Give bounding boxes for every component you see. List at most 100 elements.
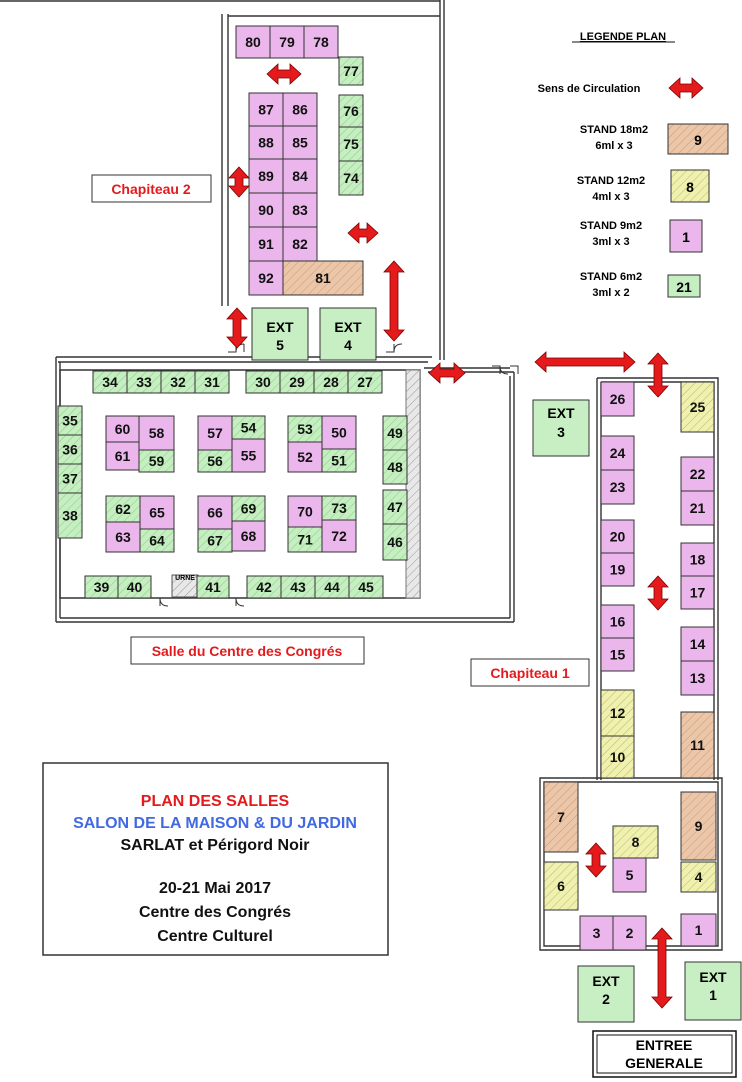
entrance-box[interactable]: ENTREE GENERALE [592, 1030, 737, 1078]
stand-31[interactable]: 31 [194, 370, 230, 394]
stand-38[interactable]: 38 [57, 492, 83, 539]
stand-1[interactable]: 1 [680, 913, 717, 947]
arrow-entrance [651, 927, 673, 1009]
stand-71[interactable]: 71 [287, 526, 323, 553]
stand-17[interactable]: 17 [680, 575, 715, 610]
stand-74[interactable]: 74 [338, 160, 364, 196]
stand-2[interactable]: 2 [612, 915, 647, 951]
stand-37[interactable]: 37 [57, 463, 83, 494]
stand-70[interactable]: 70 [287, 495, 323, 528]
stand-66[interactable]: 66 [197, 495, 233, 530]
stand-57[interactable]: 57 [197, 415, 233, 451]
stand-67[interactable]: 67 [197, 528, 233, 553]
stand-59[interactable]: 59 [138, 449, 175, 473]
stand-21[interactable]: 21 [680, 490, 715, 526]
stand-48[interactable]: 48 [382, 449, 408, 485]
stand-22[interactable]: 22 [680, 456, 715, 492]
ext-stand-4[interactable]: EXT 4 [319, 307, 377, 361]
stand-47[interactable]: 47 [382, 489, 408, 525]
stand-45[interactable]: 45 [348, 575, 384, 599]
stand-63[interactable]: 63 [105, 521, 141, 553]
stand-69[interactable]: 69 [231, 495, 266, 522]
stand-85[interactable]: 85 [282, 125, 318, 160]
stand-78[interactable]: 78 [303, 25, 339, 59]
stand-51[interactable]: 51 [321, 448, 357, 473]
stand-4[interactable]: 4 [680, 861, 717, 893]
stand-60[interactable]: 60 [105, 415, 140, 443]
stand-65[interactable]: 65 [139, 495, 175, 530]
stand-88[interactable]: 88 [248, 125, 284, 160]
stand-58[interactable]: 58 [138, 415, 175, 451]
stand-6[interactable]: 6 [543, 861, 579, 911]
stand-27[interactable]: 27 [347, 370, 383, 394]
stand-24[interactable]: 24 [600, 435, 635, 471]
stand-42[interactable]: 42 [246, 575, 282, 599]
stand-19[interactable]: 19 [600, 552, 635, 587]
stand-32[interactable]: 32 [160, 370, 196, 394]
stand-8[interactable]: 8 [612, 825, 659, 859]
ext-stand-1[interactable]: EXT 1 [684, 961, 742, 1021]
stand-64[interactable]: 64 [139, 528, 175, 553]
stand-29[interactable]: 29 [279, 370, 315, 394]
stand-68[interactable]: 68 [231, 520, 266, 552]
stand-91[interactable]: 91 [248, 226, 284, 262]
stand-34[interactable]: 34 [92, 370, 128, 394]
stand-61[interactable]: 61 [105, 441, 140, 471]
stand-35[interactable]: 35 [57, 405, 83, 436]
stand-44[interactable]: 44 [314, 575, 350, 599]
stand-73[interactable]: 73 [321, 495, 357, 521]
stand-36[interactable]: 36 [57, 434, 83, 465]
stand-3[interactable]: 3 [579, 915, 614, 951]
ext-stand-3[interactable]: EXT 3 [532, 399, 590, 457]
stand-53[interactable]: 53 [287, 415, 323, 443]
stand-40[interactable]: 40 [117, 575, 152, 599]
stand-16[interactable]: 16 [600, 604, 635, 639]
stand-13[interactable]: 13 [680, 660, 715, 696]
stand-5[interactable]: 5 [612, 857, 647, 893]
stand-33[interactable]: 33 [126, 370, 162, 394]
stand-84[interactable]: 84 [282, 158, 318, 194]
stand-43[interactable]: 43 [280, 575, 316, 599]
stand-89[interactable]: 89 [248, 158, 284, 194]
stand-10[interactable]: 10 [600, 735, 635, 779]
stand-62[interactable]: 62 [105, 495, 141, 523]
stand-83[interactable]: 83 [282, 192, 318, 228]
stand-86[interactable]: 86 [282, 92, 318, 127]
stand-23[interactable]: 23 [600, 469, 635, 505]
stand-81[interactable]: 81 [282, 260, 364, 296]
stand-41[interactable]: 41 [196, 575, 230, 599]
ext-stand-2[interactable]: EXT 2 [577, 965, 635, 1023]
stand-25[interactable]: 25 [680, 381, 715, 433]
stand-72[interactable]: 72 [321, 519, 357, 553]
stand-79[interactable]: 79 [269, 25, 305, 59]
stand-82[interactable]: 82 [282, 226, 318, 262]
stand-20[interactable]: 20 [600, 519, 635, 554]
stand-14[interactable]: 14 [680, 626, 715, 662]
stand-15[interactable]: 15 [600, 637, 635, 672]
stand-9[interactable]: 9 [680, 791, 717, 861]
stand-75[interactable]: 75 [338, 126, 364, 162]
stand-55[interactable]: 55 [231, 438, 266, 473]
stand-56[interactable]: 56 [197, 449, 233, 473]
stand-77[interactable]: 77 [338, 56, 364, 86]
stand-80[interactable]: 80 [235, 25, 271, 59]
stand-50[interactable]: 50 [321, 415, 357, 450]
stand-76[interactable]: 76 [338, 94, 364, 128]
stand-90[interactable]: 90 [248, 192, 284, 228]
ext-stand-5[interactable]: EXT 5 [251, 307, 309, 361]
stand-49[interactable]: 49 [382, 415, 408, 451]
stand-39[interactable]: 39 [84, 575, 119, 599]
stand-54[interactable]: 54 [231, 415, 266, 440]
stand-87[interactable]: 87 [248, 92, 284, 127]
stand-46[interactable]: 46 [382, 523, 408, 561]
stand-11[interactable]: 11 [680, 711, 715, 779]
stand-28[interactable]: 28 [313, 370, 349, 394]
stand-30[interactable]: 30 [245, 370, 281, 394]
wall-strip [405, 369, 421, 599]
stand-18[interactable]: 18 [680, 542, 715, 577]
stand-12[interactable]: 12 [600, 689, 635, 737]
stand-52[interactable]: 52 [287, 441, 323, 473]
stand-92[interactable]: 92 [248, 260, 284, 296]
stand-7[interactable]: 7 [543, 781, 579, 853]
stand-26[interactable]: 26 [600, 381, 635, 417]
